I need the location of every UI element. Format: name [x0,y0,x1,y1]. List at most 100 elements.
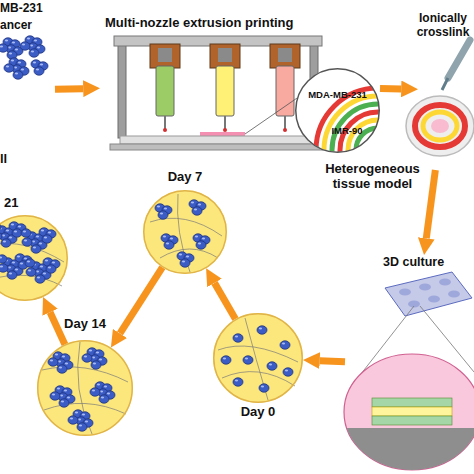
cell-cluster [90,382,115,403]
node-text: 3D culture [383,255,473,269]
circle-outline [295,68,380,153]
circle-border [0,216,67,301]
culture-panel: 3D culture [345,255,474,474]
fiber [150,218,222,236]
ring-yellow [423,112,457,140]
cell-cluster [4,58,29,79]
process-arrow [380,85,401,93]
syringe-green [156,66,174,116]
circle-border [214,314,303,403]
needle [224,116,226,130]
model-callout: MDA-MB-231IMR-90Heterogeneous tissue mod… [295,68,380,153]
circle-border [38,341,133,436]
needle-tip [283,128,287,132]
process-arrow [50,312,65,344]
node-text: Day 0 [203,405,313,420]
cell-cluster [31,60,48,75]
process-arrow [426,170,435,238]
ring-red [415,105,465,147]
circle-border [144,191,227,274]
needle-tip [163,128,167,132]
circle-outline [143,190,227,274]
circle-outline [37,340,133,436]
culture-illustration [340,272,474,474]
node-text: 21 [4,196,44,211]
node-text: Day 14 [30,317,140,332]
process-arrow [320,361,345,362]
layer-green [372,398,452,407]
syringe-plunger [158,48,172,62]
bioprinter [110,36,326,150]
fiber [42,367,128,382]
layer-green [372,416,452,425]
day-circle: Day 14 [37,340,133,436]
node-text: MDA-MB-231 [299,90,376,101]
node-text: Day 7 [130,170,240,185]
pipette-body [448,40,470,78]
printer-base [110,144,326,150]
construct-layers [340,398,474,474]
cell-cluster [193,234,210,249]
printed-construct [200,132,245,136]
node-text: Multi-nozzle extrusion printing [105,16,345,31]
zoom-line [245,96,300,134]
syringe-yellow [216,66,234,116]
day-circle: Day 0 [213,313,303,403]
day0-cells [221,326,293,392]
syringe-pink [276,66,294,116]
cell [257,326,267,334]
cell-cluster [189,200,206,215]
day21-cells [0,222,60,283]
process-arrow [214,283,235,319]
layer-yellow [372,407,452,416]
cell [283,368,293,376]
cell [233,334,243,342]
needle [164,116,166,130]
day-circle: 21 [0,215,68,301]
needle-tip [223,128,227,132]
day-discs [0,190,303,436]
day14-cells [48,348,115,431]
syringe-plunger [278,48,292,62]
node-text: IMR-90 [317,126,377,137]
process-arrow [55,85,83,93]
cell-cluster [177,252,194,267]
cell [267,362,277,370]
culture-disc [0,215,68,301]
pipette-tip [442,78,448,90]
needle [284,116,286,130]
cell [259,384,269,392]
cancer-cells [0,36,48,79]
circle-outline [213,313,303,403]
circle-border [296,69,380,153]
cell [221,356,231,364]
printer-panel: Multi-nozzle extrusion printingMDA-MB-23… [100,10,380,160]
crosslink-panel: Ionically crosslink [418,10,474,170]
printhead-carriage [210,44,240,68]
cell-source-panel: MB-231ancer [0,0,55,180]
well-plate [385,272,472,316]
culture-disc [37,340,133,436]
node-text: Ionically crosslink [410,12,474,40]
cell-cluster [155,204,172,219]
cell [280,341,290,349]
culture-disc [143,190,227,274]
well [419,284,431,291]
circle-outline [0,215,68,301]
cell-cluster [82,348,107,369]
cell-cluster [20,36,45,57]
crosslink-illustration [406,40,474,156]
cell-cluster [68,410,93,431]
petri-dish [406,96,474,156]
well [439,279,451,286]
printhead-carriage [270,44,300,68]
printer-post [118,40,126,138]
printhead-carriage [150,44,180,68]
well [428,296,440,303]
node-text: Heterogeneous tissue model [305,162,440,192]
cell-cluster [21,228,56,253]
cell-cluster [50,386,75,407]
day7-cells [155,200,210,267]
